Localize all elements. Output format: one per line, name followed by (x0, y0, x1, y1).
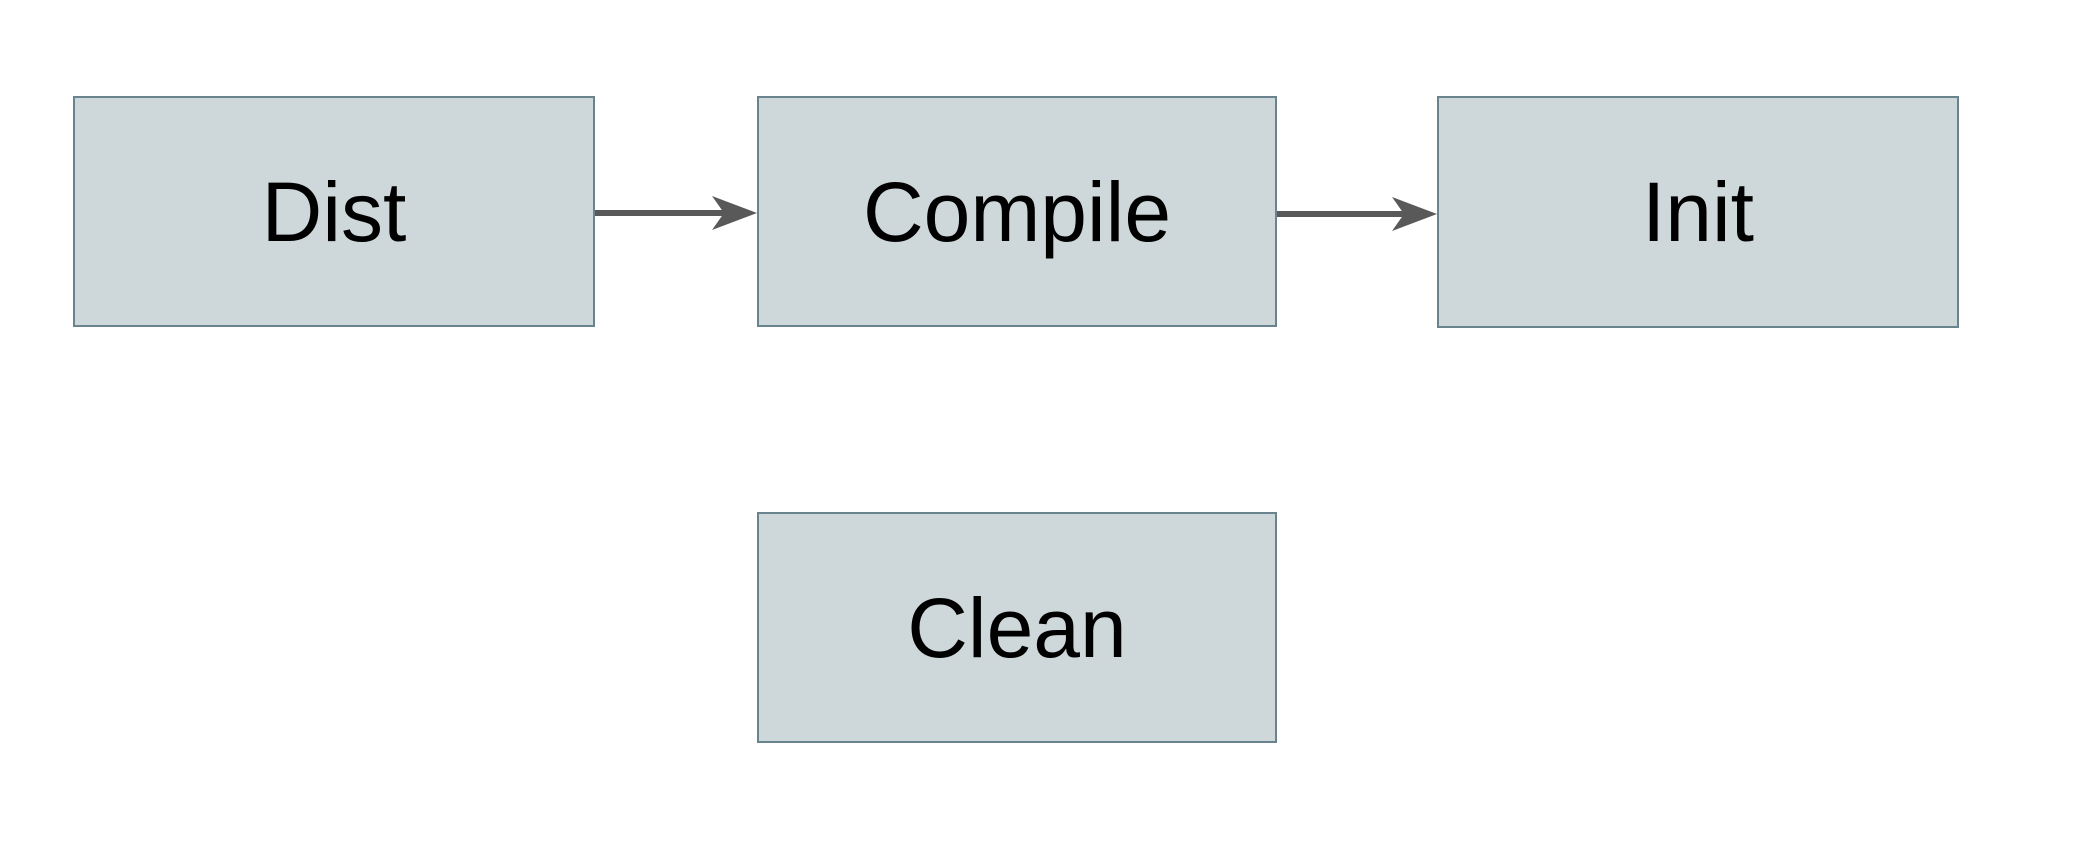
node-clean-label: Clean (907, 580, 1127, 675)
node-init: Init (1437, 96, 1959, 328)
arrow-dist-to-compile (595, 196, 757, 230)
arrow-head-icon (712, 196, 757, 230)
node-init-label: Init (1641, 165, 1755, 259)
node-dist-label: Dist (261, 164, 407, 259)
node-dist: Dist (73, 96, 595, 327)
arrow-head-icon (1392, 197, 1437, 231)
node-clean: Clean (757, 512, 1277, 743)
arrow-compile-to-init (1277, 197, 1437, 231)
node-compile-label: Compile (862, 164, 1172, 259)
node-compile: Compile (757, 96, 1277, 327)
